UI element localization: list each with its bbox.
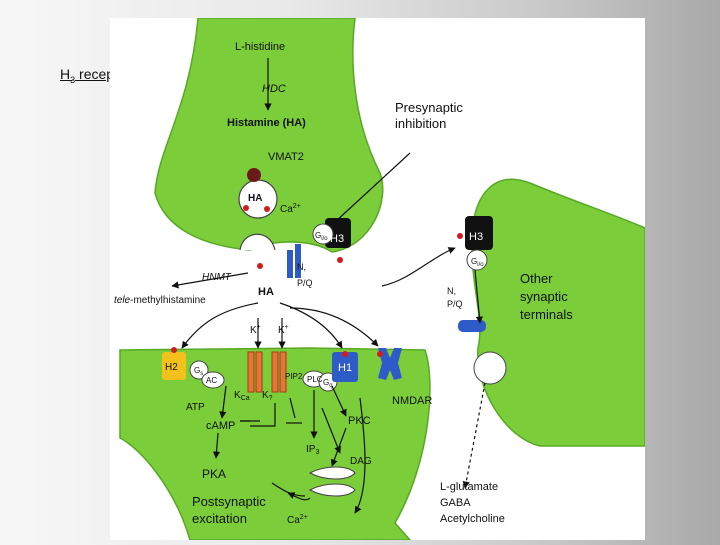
pip2-label: PIP2: [285, 372, 303, 381]
nmdar-label: NMDAR: [392, 395, 432, 407]
h1-label: H1: [338, 362, 352, 374]
h3-right-label: H3: [469, 231, 483, 243]
diagram-panel: L-histidine HDC Histamine (HA) VMAT2 HA …: [110, 17, 646, 541]
histamine-dot: [342, 351, 348, 357]
histamine-dot: [377, 351, 383, 357]
dag-label: DAG: [350, 456, 372, 467]
camp-label: cAMP: [206, 420, 235, 432]
histamine-dot: [171, 347, 177, 353]
postsynaptic-excitation-line1: Postsynaptic: [192, 494, 266, 509]
histamine-dot: [457, 233, 463, 239]
ca-presynaptic-label: Ca2+: [280, 203, 301, 215]
k-channel: [271, 351, 279, 393]
nmdar-receptor: [378, 348, 402, 380]
pka-label: PKA: [202, 467, 226, 481]
fusing-vesicle: [239, 233, 276, 251]
h1-receptor: [332, 352, 358, 382]
hdc-label: HDC: [262, 83, 286, 95]
histamine-label: Histamine (HA): [227, 117, 306, 129]
histamine-dot: [337, 257, 343, 263]
ca-channel-presynaptic: [295, 244, 301, 278]
other-terminals-line1: Other: [520, 271, 553, 286]
ca-channel-right: [458, 320, 486, 332]
gio-protein-left: [312, 223, 334, 245]
vesicle-ha-label: HA: [248, 193, 262, 204]
histamine-synapse-diagram: L-histidine HDC Histamine (HA) VMAT2 HA …: [114, 17, 646, 541]
kca-label: KCa: [234, 390, 250, 402]
gs-label: Gs: [194, 366, 203, 377]
pkc-label: PKC: [348, 415, 371, 427]
vmat2-transporter: [247, 168, 261, 182]
kca-channel: [255, 351, 263, 393]
k-left-label: K+: [250, 324, 261, 336]
histamine-dot: [264, 206, 270, 212]
tele-methylhistamine-label: tele-methylhistamine: [114, 295, 206, 306]
ca-channel-presynaptic: [287, 250, 293, 278]
gq-label: Gq: [323, 378, 333, 389]
ha-cleft-label: HA: [258, 286, 274, 298]
h3-receptor-left: [325, 218, 351, 248]
h2-receptor: [162, 352, 186, 380]
ip3-label: IP3: [306, 444, 319, 456]
n-channel-right-label: N,: [447, 286, 456, 296]
postsynaptic-excitation-line2: excitation: [192, 511, 247, 526]
histamine-dot: [257, 263, 263, 269]
pathway-arrows: [171, 58, 486, 514]
histamine-dot: [243, 205, 249, 211]
pq-channel-right-label: P/Q: [447, 299, 463, 309]
other-terminals-line2: synaptic: [520, 289, 568, 304]
neurotransmitter-glutamate: L-glutamate: [440, 481, 498, 493]
kca-channel: [247, 351, 255, 393]
gs-protein: [189, 360, 209, 380]
endoplasmic-reticulum: [308, 483, 356, 497]
vesicle: [238, 168, 278, 219]
endoplasmic-reticulum: [308, 466, 356, 480]
pq-channel-left-label: P/Q: [297, 278, 313, 288]
presynaptic-inhibition-line1: Presynaptic: [395, 100, 463, 115]
h2-label: H2: [165, 362, 178, 373]
h3-receptor-right: [465, 216, 493, 250]
hnmt-label: HNMT: [202, 272, 232, 283]
presynaptic-neuron: [154, 17, 384, 253]
neurotransmitter-gaba: GABA: [440, 497, 471, 509]
plc-label: PLC: [307, 375, 323, 384]
vmat2-label: VMAT2: [268, 151, 304, 163]
vesicle-right: [473, 351, 507, 385]
h3-left-label: H3: [330, 233, 344, 245]
k-right-label: K+: [278, 324, 289, 336]
adenylyl-cyclase: [201, 371, 225, 389]
ca-postsynaptic-label: Ca2+: [287, 514, 308, 526]
neurotransmitter-acetylcholine: Acetylcholine: [440, 513, 505, 525]
atp-label: ATP: [186, 402, 205, 413]
n-channel-left-label: N,: [297, 262, 306, 272]
k-channel: [279, 351, 287, 393]
kx-label: K?: [262, 390, 273, 402]
l-histidine-label: L-histidine: [235, 41, 285, 53]
gio-protein-right: [466, 249, 488, 271]
gio-right-label: Gi/o: [471, 257, 484, 268]
presynaptic-inhibition-line2: inhibition: [395, 116, 446, 131]
other-terminals-line3: terminals: [520, 307, 573, 322]
gio-left-label: Gi/o: [315, 231, 328, 242]
ac-label: AC: [206, 376, 217, 385]
